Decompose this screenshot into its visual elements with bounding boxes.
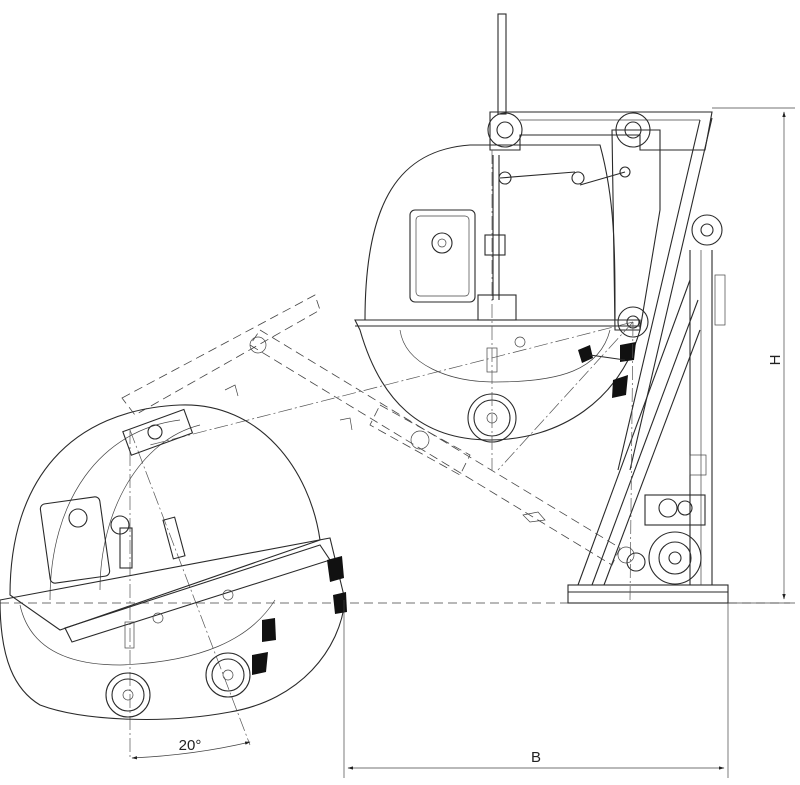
height-dimension: H: [712, 107, 795, 604]
tilt-angle-dimension: 20°: [131, 737, 251, 760]
outreach-dim-label: B: [531, 749, 541, 766]
davit-frame: [487, 13, 729, 604]
height-dim-label: H: [767, 355, 784, 366]
tilt-angle-label: 20°: [179, 737, 202, 754]
intermediate-arm: [121, 294, 635, 566]
stowed-lifeboat: [354, 144, 641, 443]
outreach-dimension: B: [343, 600, 729, 778]
swing-paths: [129, 150, 634, 760]
launched-lifeboat: [0, 404, 347, 720]
